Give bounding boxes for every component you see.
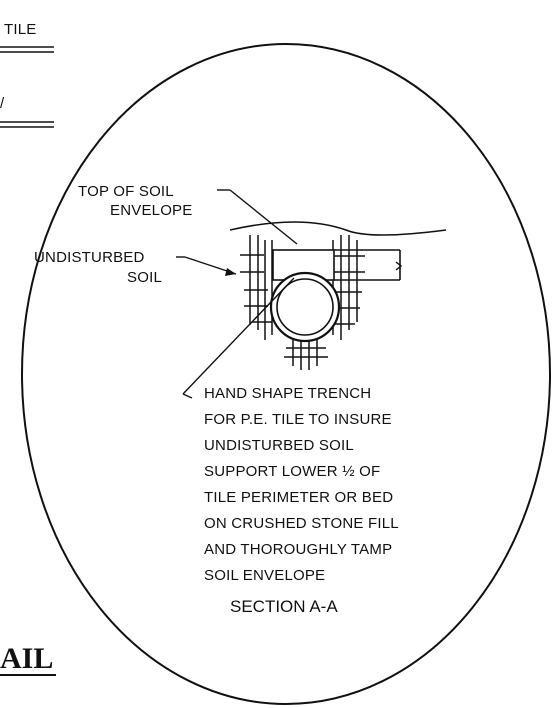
callout-top-of-soil-line2: ENVELOPE: [110, 202, 192, 219]
note-line: SOIL ENVELOPE: [204, 567, 325, 584]
note-line: SUPPORT LOWER ½ OF: [204, 463, 380, 480]
callout-undisturbed-line1: UNDISTURBED: [34, 249, 145, 266]
header-fragment-slash: /: [0, 95, 5, 112]
ground-surface-line: [229, 221, 447, 236]
note-line: FOR P.E. TILE TO INSURE: [204, 411, 392, 428]
leader-hand-shape: [182, 277, 295, 395]
break-mark: [395, 261, 403, 271]
header-fragment-tile: TILE: [4, 21, 36, 38]
trench-bottom: [284, 340, 328, 370]
note-line: ON CRUSHED STONE FILL: [204, 515, 399, 532]
trench-wall-left: [240, 235, 273, 340]
note-line: HAND SHAPE TRENCH: [204, 385, 371, 402]
note-line: UNDISTURBED SOIL: [204, 437, 354, 454]
pipe-inner-wall: [276, 278, 334, 336]
trench-note: HAND SHAPE TRENCH FOR P.E. TILE TO INSUR…: [204, 385, 399, 584]
title-fragment-ail: AIL: [0, 642, 53, 675]
leader-top-of-soil: [229, 189, 298, 245]
leader-undisturbed-arrowhead: [225, 268, 236, 276]
callout-top-of-soil-line1: TOP OF SOIL: [78, 183, 174, 200]
note-line: AND THOROUGHLY TAMP: [204, 541, 392, 558]
note-line: TILE PERIMETER OR BED: [204, 489, 393, 506]
section-title: SECTION A-A: [230, 597, 338, 616]
leader-hand-shape-tick: [182, 393, 193, 399]
callout-undisturbed-line2: SOIL: [127, 269, 162, 286]
detail-bubble-ellipse: [21, 43, 551, 705]
pipe-outer-wall: [269, 271, 341, 343]
